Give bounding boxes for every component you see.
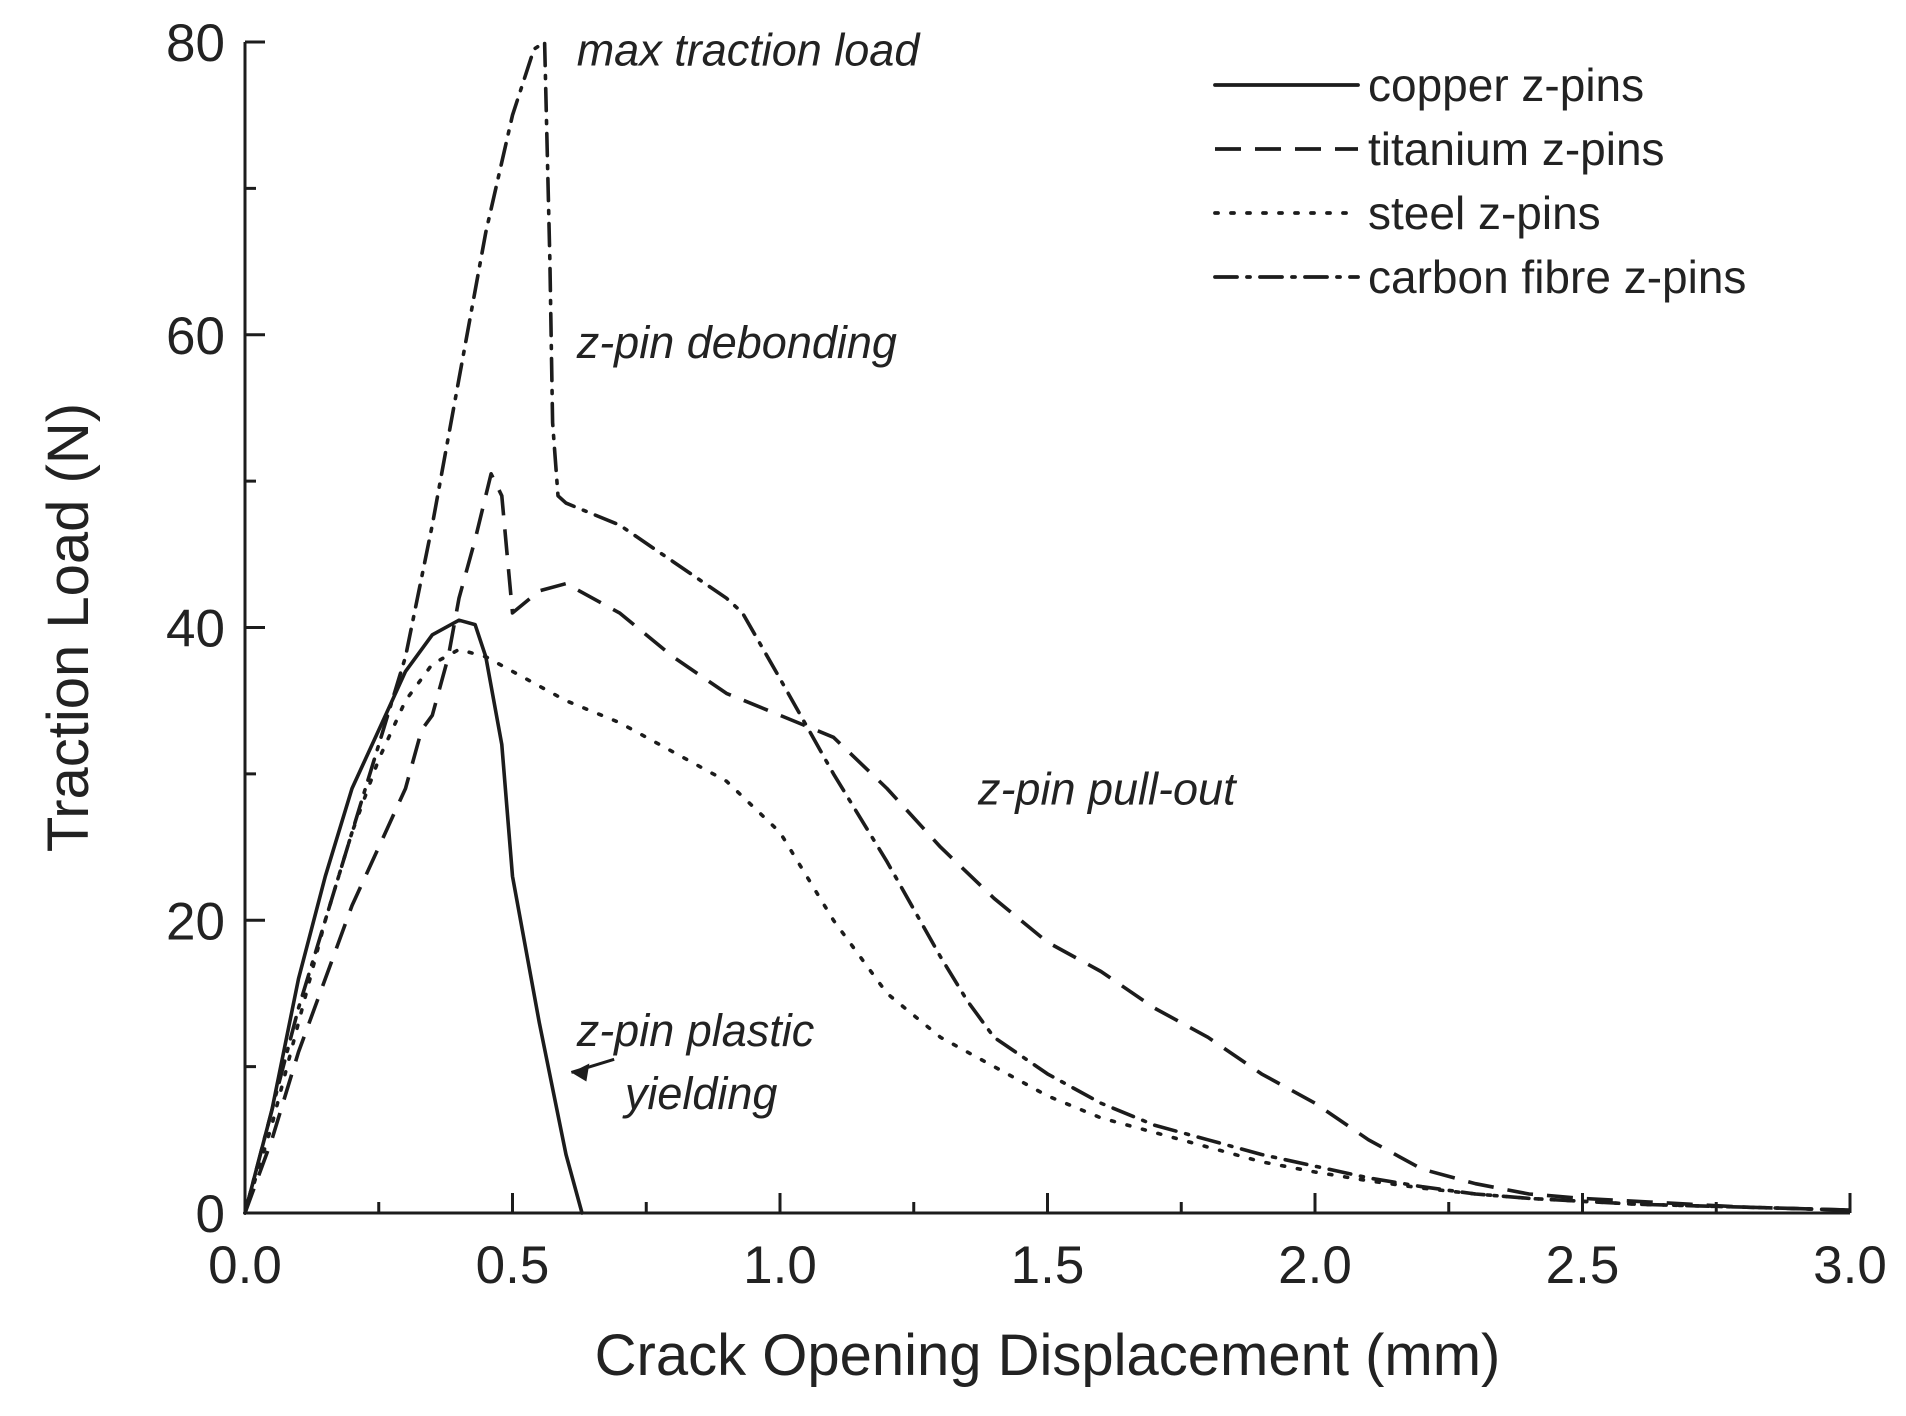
x-tick-label-4: 2.0 (1278, 1236, 1352, 1295)
annotation-4: yielding (622, 1068, 778, 1119)
series-line-0 (243, 618, 584, 1215)
y-axis-title: Traction Load (N) (36, 403, 101, 852)
ticks-group: 0.0 0.5 1.0 1.5 2.0 2.5 3.0 0 20 40 60 80 (166, 14, 1887, 1295)
legend: copper z-pins titanium z-pins steel z-pins… (1213, 59, 1746, 303)
x-tick-label-5: 2.5 (1546, 1236, 1620, 1295)
y-tick-label-4: 80 (166, 14, 225, 73)
annotation-0: max traction load (577, 24, 922, 75)
y-tick-label-3: 60 (166, 307, 225, 366)
x-tick-label-3: 1.5 (1011, 1236, 1085, 1295)
x-axis-title: Crack Opening Displacement (mm) (595, 1323, 1501, 1388)
y-tick-label-0: 0 (196, 1185, 225, 1244)
legend-label-3: carbon fibre z-pins (1368, 251, 1746, 303)
x-tick-label-1: 0.5 (476, 1236, 550, 1295)
annotations-group: max traction load z-pin debonding z-pin pu… (570, 24, 1238, 1119)
series-line-3 (243, 40, 1852, 1215)
legend-label-1: titanium z-pins (1368, 123, 1665, 175)
x-tick-label-0: 0.0 (208, 1236, 282, 1295)
y-tick-label-2: 40 (166, 600, 225, 659)
annotation-2: z-pin pull-out (977, 764, 1238, 815)
axes-group (243, 42, 1850, 1215)
annotation-arrow-head (571, 1063, 590, 1082)
legend-label-2: steel z-pins (1368, 187, 1601, 239)
series-line-2 (243, 647, 1852, 1215)
x-tick-label-6: 3.0 (1813, 1236, 1887, 1295)
annotation-1: z-pin debonding (576, 317, 897, 368)
x-tick-label-2: 1.0 (743, 1236, 817, 1295)
series-line-1 (243, 471, 1851, 1214)
legend-label-0: copper z-pins (1368, 59, 1644, 111)
annotation-3: z-pin plastic (576, 1005, 815, 1056)
series-group (243, 40, 1852, 1215)
y-tick-label-1: 20 (166, 892, 225, 951)
